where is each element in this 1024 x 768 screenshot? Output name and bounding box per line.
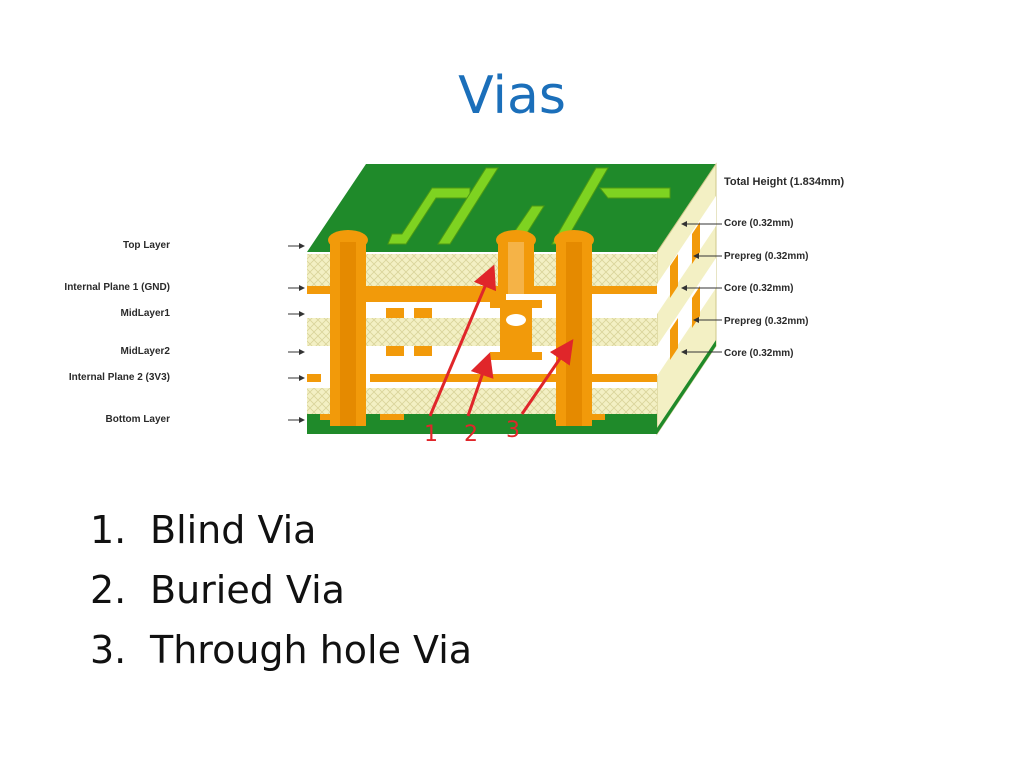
- list-item-number: 1.: [90, 508, 127, 552]
- layer-label-internal-plane-1: Internal Plane 1 (GND): [64, 282, 170, 293]
- layer-label-internal-plane-2: Internal Plane 2 (3V3): [68, 372, 170, 383]
- list-item: 1. Blind Via: [90, 500, 472, 560]
- through-hole-via-right: [554, 230, 594, 426]
- layer-label-bottom: Bottom Layer: [105, 414, 170, 425]
- pcb-stackup-diagram: [170, 148, 870, 450]
- callout-arrow-2: [466, 352, 494, 417]
- list-item-number: 3.: [90, 628, 127, 672]
- buried-via: [490, 300, 542, 360]
- core-1-label: Core (0.32mm): [724, 218, 794, 229]
- callout-number-3: 3: [506, 418, 520, 443]
- through-hole-via-left: [328, 230, 368, 426]
- total-height-label: Total Height (1.834mm): [724, 176, 845, 188]
- list-item-label: Through hole Via: [150, 628, 473, 672]
- callout-number-1: 1: [424, 422, 438, 447]
- prepreg-1-label: Prepreg (0.32mm): [724, 251, 809, 262]
- slide-title: Vias: [458, 66, 566, 126]
- callout-arrow-1: [428, 264, 497, 417]
- internal-plane-2-copper: [370, 374, 657, 382]
- core-3-label: Core (0.32mm): [724, 348, 794, 359]
- list-item-label: Blind Via: [150, 508, 317, 552]
- list-item-label: Buried Via: [150, 568, 345, 612]
- prepreg-2-label: Prepreg (0.32mm): [724, 316, 809, 327]
- blind-via: [496, 230, 536, 294]
- via-type-list: 1. Blind Via 2. Buried Via 3. Through ho…: [90, 500, 472, 680]
- callout-number-2: 2: [464, 422, 478, 447]
- layer-label-midlayer1: MidLayer1: [120, 308, 170, 319]
- list-item-number: 2.: [90, 568, 127, 612]
- list-item: 3. Through hole Via: [90, 620, 472, 680]
- list-item: 2. Buried Via: [90, 560, 472, 620]
- layer-label-midlayer2: MidLayer2: [120, 346, 170, 357]
- callout-arrow-3: [520, 339, 574, 415]
- layer-label-top: Top Layer: [122, 240, 170, 251]
- core-2-label: Core (0.32mm): [724, 283, 794, 294]
